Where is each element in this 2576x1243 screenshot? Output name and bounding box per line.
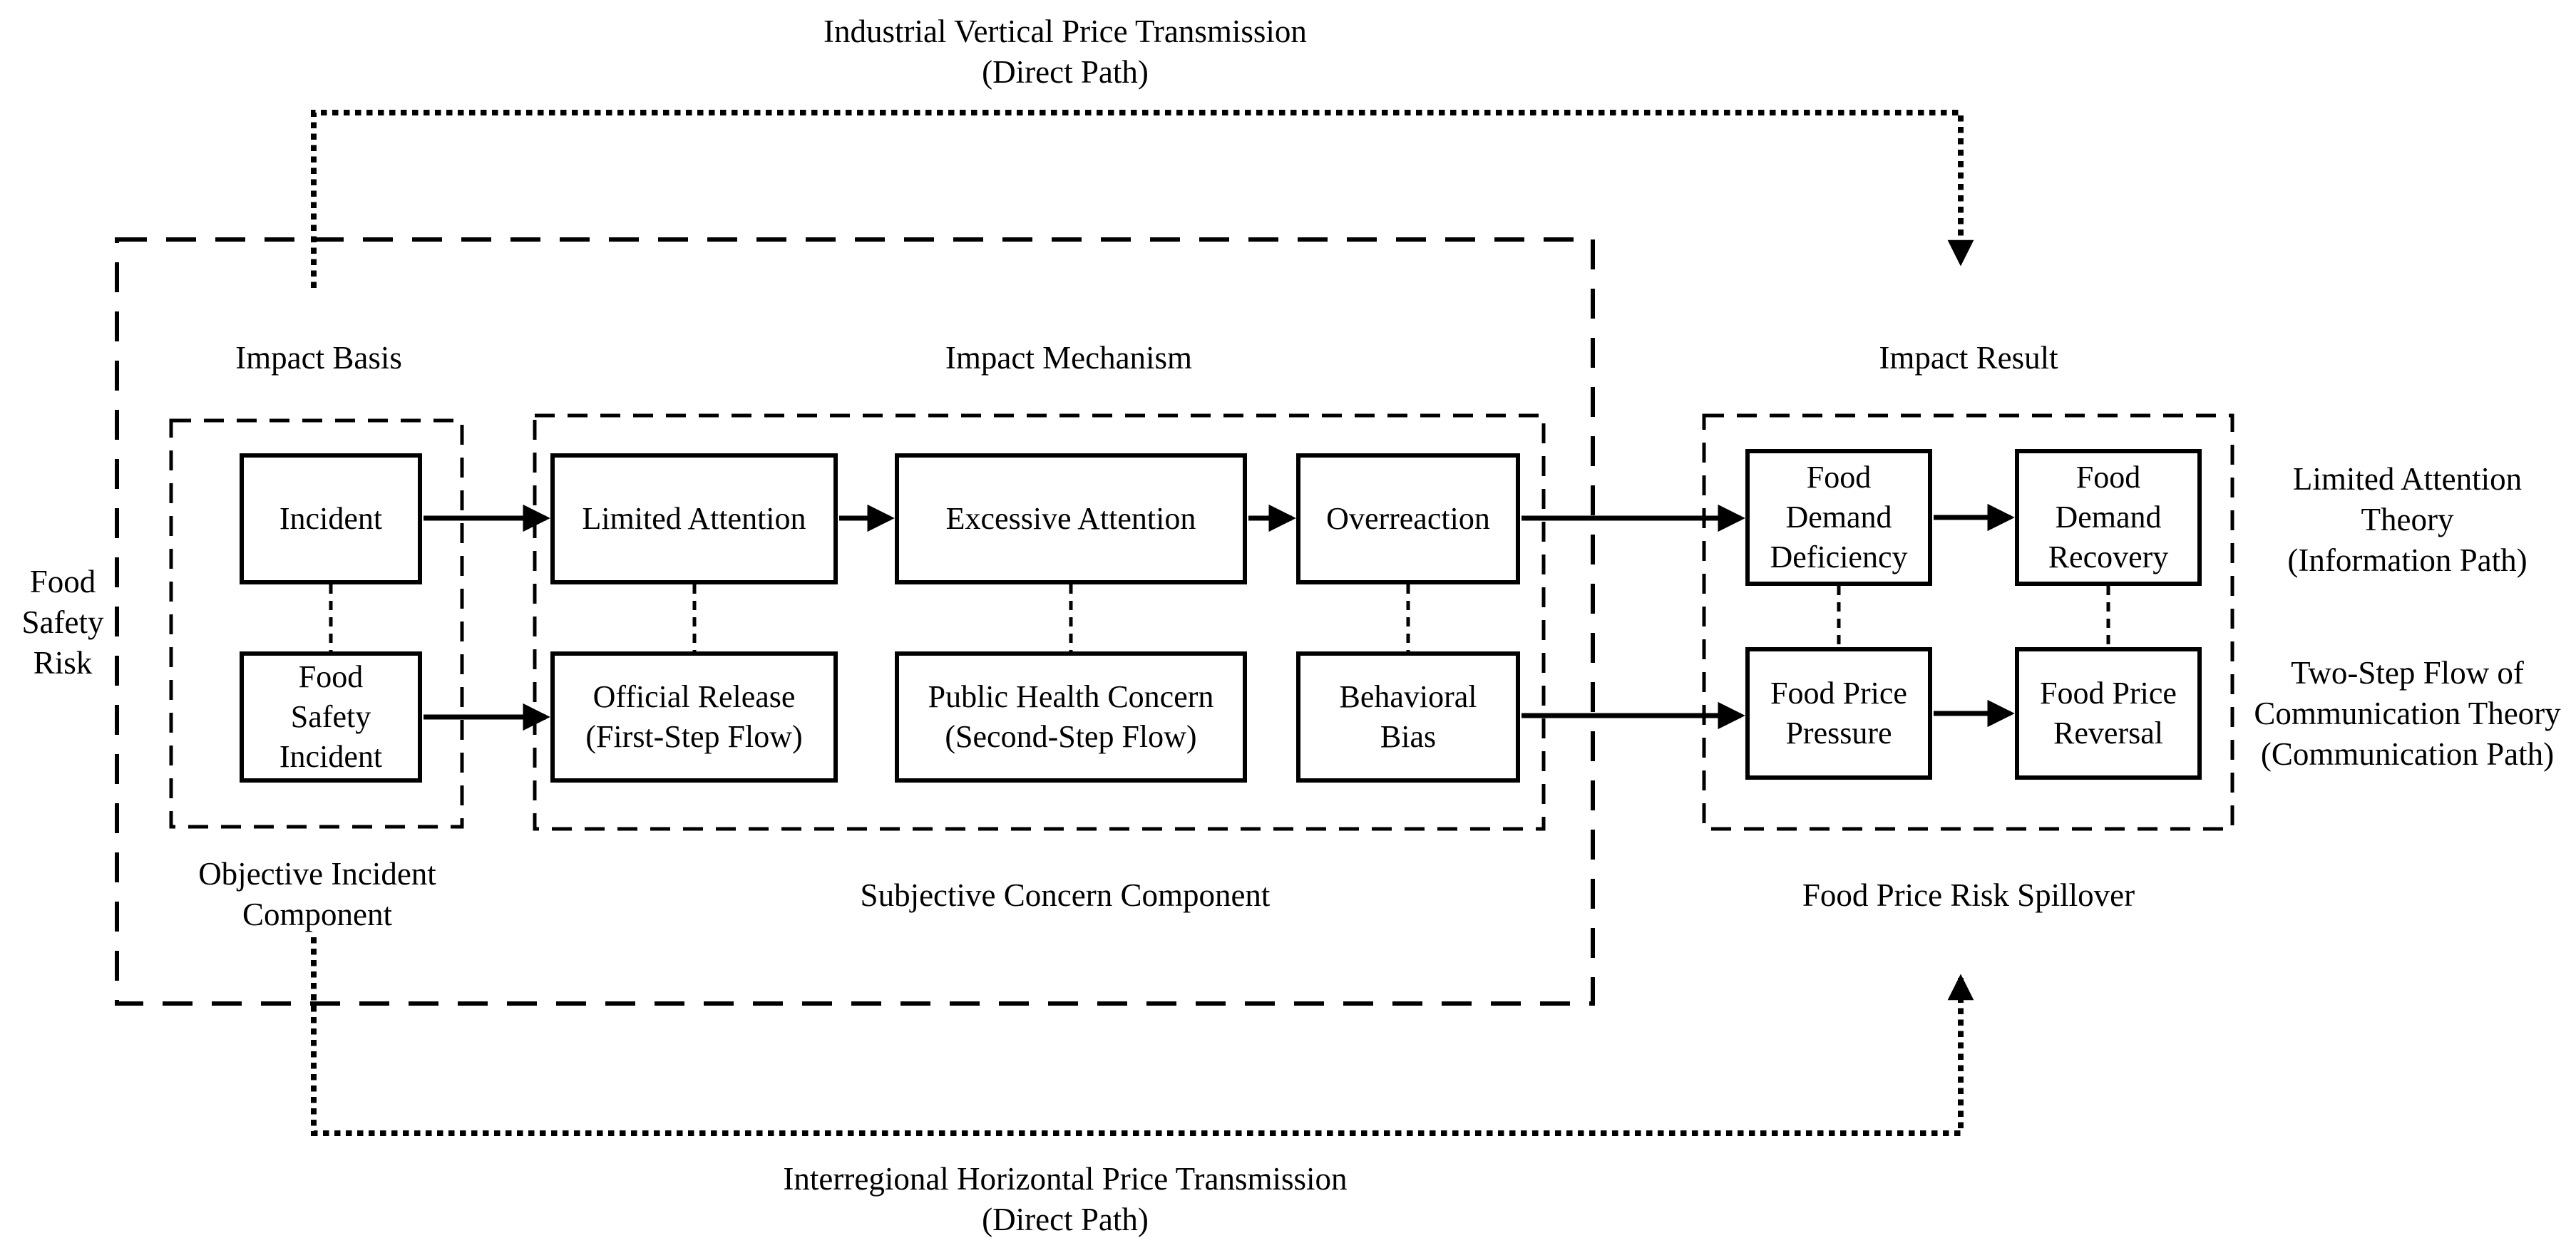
- incident-box: Incident: [240, 453, 422, 584]
- price-risk-spillover-frame: [1702, 413, 2234, 831]
- label-line: Theory: [2361, 502, 2454, 537]
- impact-mechanism-heading: Impact Mechanism: [891, 338, 1247, 378]
- interregional-horizontal-transmission-path: [311, 937, 1974, 1136]
- behavioral-bias-box: Behavioral Bias: [1296, 651, 1520, 783]
- box-line: Incident: [279, 501, 383, 536]
- label-line: Food: [29, 564, 96, 599]
- food-price-risk-spillover-caption: Food Price Risk Spillover: [1740, 875, 2197, 916]
- box-line: Behavioral: [1339, 679, 1477, 714]
- caption-line: Objective Incident: [198, 856, 436, 892]
- food-demand-recovery-box: Food Demand Recovery: [2015, 449, 2202, 586]
- box-line: Recovery: [2048, 540, 2169, 574]
- industrial-path-label: Industrial Vertical Price Transmission (…: [637, 11, 1493, 93]
- box-line: Food: [2075, 460, 2141, 495]
- heading-text: Impact Mechanism: [945, 340, 1193, 376]
- caption-line: Subjective Concern Component: [860, 877, 1271, 913]
- caption-line: Food Price Risk Spillover: [1802, 877, 2135, 913]
- box-line: (Second-Step Flow): [945, 719, 1197, 754]
- label-line: (Direct Path): [982, 54, 1149, 90]
- two-step-flow-theory-label: Two-Step Flow of Communication Theory (C…: [2239, 653, 2576, 775]
- industrial-vertical-transmission-path: [311, 110, 1974, 288]
- label-line: Risk: [33, 645, 93, 681]
- box-line: Incident: [279, 739, 383, 774]
- food-price-pressure-box: Food Price Pressure: [1745, 647, 1932, 780]
- interregional-path-label: Interregional Horizontal Price Transmiss…: [637, 1159, 1493, 1240]
- subjective-concern-frame: [533, 413, 1546, 831]
- subjective-concern-component-caption: Subjective Concern Component: [780, 875, 1350, 916]
- label-line: (Direct Path): [982, 1202, 1149, 1237]
- label-line: Industrial Vertical Price Transmission: [823, 14, 1307, 49]
- box-line: Food Price: [1770, 676, 1907, 711]
- box-line: Bias: [1380, 719, 1437, 754]
- food-price-reversal-box: Food Price Reversal: [2015, 647, 2202, 780]
- box-line: Food Price: [2040, 676, 2177, 711]
- official-release-box: Official Release (First-Step Flow): [550, 651, 838, 783]
- impact-result-heading: Impact Result: [1790, 338, 2147, 378]
- excessive-attention-box: Excessive Attention: [895, 453, 1247, 584]
- objective-incident-component-caption: Objective Incident Component: [139, 854, 496, 935]
- label-line: (Information Path): [2287, 542, 2528, 578]
- public-health-concern-box: Public Health Concern (Second-Step Flow): [895, 651, 1247, 783]
- box-line: Official Release: [592, 679, 796, 714]
- food-demand-deficiency-box: Food Demand Deficiency: [1745, 449, 1932, 586]
- box-line: Limited Attention: [582, 501, 806, 536]
- box-line: Deficiency: [1770, 540, 1908, 574]
- box-line: Demand: [1785, 500, 1892, 535]
- box-line: Food: [298, 659, 364, 694]
- food-safety-risk-label: Food Safety Risk: [0, 562, 125, 684]
- box-line: Reversal: [2053, 716, 2163, 751]
- impact-basis-heading: Impact Basis: [140, 338, 497, 378]
- box-line: Excessive Attention: [945, 501, 1196, 536]
- objective-incident-frame: [169, 418, 464, 829]
- label-line: Safety: [21, 604, 104, 640]
- box-line: Pressure: [1785, 716, 1892, 751]
- box-line: Public Health Concern: [928, 679, 1214, 714]
- food-safety-risk-frame: [115, 237, 1595, 1006]
- label-line: (Communication Path): [2260, 736, 2555, 772]
- box-line: Food: [1806, 460, 1872, 495]
- heading-text: Impact Basis: [235, 340, 402, 376]
- label-line: Interregional Horizontal Price Transmiss…: [783, 1161, 1348, 1197]
- box-line: Demand: [2055, 500, 2162, 535]
- label-line: Limited Attention: [2292, 461, 2523, 497]
- overreaction-box: Overreaction: [1296, 453, 1520, 584]
- box-line: Overreaction: [1326, 501, 1490, 536]
- limited-attention-box: Limited Attention: [550, 453, 838, 584]
- caption-line: Component: [242, 897, 392, 932]
- box-line: (First-Step Flow): [585, 719, 803, 754]
- limited-attention-theory-label: Limited Attention Theory (Information Pa…: [2239, 459, 2576, 581]
- box-line: Safety: [290, 699, 371, 734]
- label-line: Two-Step Flow of: [2291, 655, 2524, 691]
- food-safety-incident-box: Food Safety Incident: [240, 651, 422, 783]
- heading-text: Impact Result: [1879, 340, 2058, 376]
- label-line: Communication Theory: [2254, 696, 2561, 731]
